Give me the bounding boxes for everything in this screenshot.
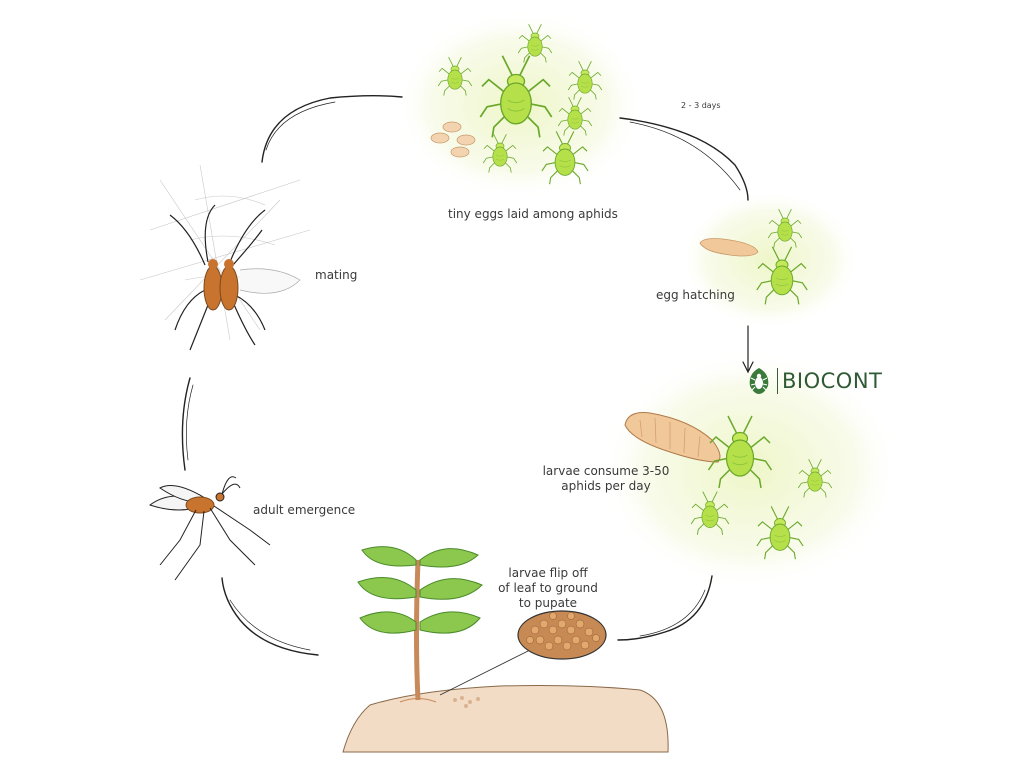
- arrow-soil-to-adult: [221, 577, 319, 656]
- pupae-magnified: [517, 610, 607, 660]
- duration-label: 2 - 3 days: [681, 101, 721, 110]
- hatching-illustration: [699, 208, 808, 305]
- adult-lacewing: [148, 476, 271, 581]
- larvae-label: larvae consume 3-50 aphids per day: [536, 464, 676, 494]
- mating-label: mating: [315, 268, 358, 282]
- brand-name: BIOCONT: [782, 369, 883, 393]
- adult-label: adult emergence: [253, 503, 356, 517]
- pupate-label-line1: larvae flip off: [508, 566, 588, 580]
- cycle-arrows: [181, 95, 754, 656]
- larvae-label-line2: aphids per day: [561, 479, 651, 493]
- mating-lacewings: [139, 164, 311, 351]
- hatching-glow: [680, 190, 860, 330]
- pupate-label: larvae flip off of leaf to ground to pup…: [488, 566, 608, 611]
- biocont-logo: BIOCONT: [744, 364, 882, 398]
- larvae-label-line1: larvae consume 3-50: [542, 464, 670, 478]
- eggs-illustration: [430, 121, 476, 158]
- pupa-callout-line: [439, 649, 531, 696]
- pupate-label-line3: to pupate: [518, 596, 578, 610]
- hatching-label: egg hatching: [656, 288, 735, 302]
- eggs-label: tiny eggs laid among aphids: [448, 207, 618, 221]
- larvae-illustration: [624, 412, 833, 560]
- soil-mound: [342, 685, 669, 753]
- plant-illustration: [357, 546, 483, 703]
- arrow-mating-to-eggs: [261, 95, 403, 163]
- logo-divider: [777, 368, 778, 394]
- leaf-bug-icon: [749, 368, 769, 394]
- arrow-larvae-to-pupa: [617, 575, 713, 641]
- arrow-adult-to-mating: [181, 377, 191, 471]
- pupate-label-line2: of leaf to ground: [498, 581, 598, 595]
- pupae-on-ground: [453, 696, 480, 708]
- arrow-eggs-to-hatching: [619, 117, 749, 201]
